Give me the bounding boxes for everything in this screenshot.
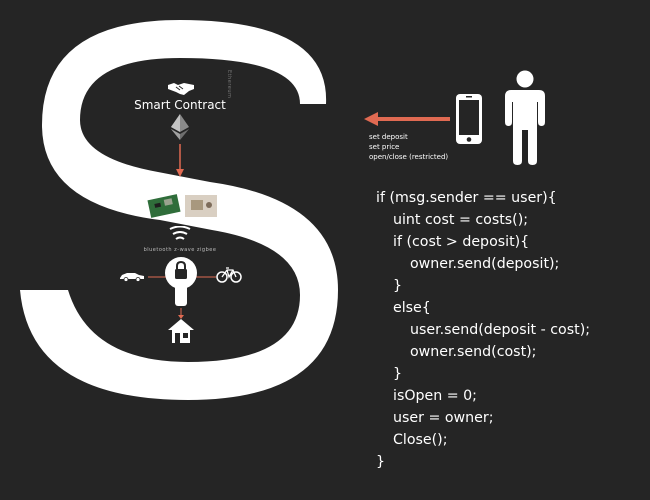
- person-icon: [505, 70, 545, 165]
- code-line: }: [376, 454, 386, 470]
- wifi-signal-icon: [169, 226, 191, 240]
- ethereum-side-label: Ethereum: [226, 70, 232, 99]
- user-actions-list: set deposit set price open/close (restri…: [369, 132, 448, 162]
- code-line: }: [393, 278, 403, 294]
- code-line: if (msg.sender == user){: [376, 190, 557, 206]
- handshake-icon: [168, 83, 194, 95]
- code-line: owner.send(cost);: [410, 344, 537, 360]
- circuit-board-icon: [147, 194, 217, 218]
- code-line: user = owner;: [393, 410, 494, 426]
- bicycle-icon: [216, 267, 242, 283]
- house-icon: [168, 319, 194, 343]
- code-line: Close();: [393, 432, 448, 448]
- code-line: isOpen = 0;: [393, 388, 477, 404]
- code-line: else{: [393, 300, 431, 316]
- protocols-label: bluetooth z-wave zigbee: [143, 247, 217, 253]
- smart-contract-label: Smart Contract: [134, 98, 226, 112]
- car-connector-line: [148, 276, 168, 278]
- code-line: }: [393, 366, 403, 382]
- ethereum-icon: [171, 114, 189, 140]
- action-set-deposit: set deposit: [369, 133, 408, 141]
- code-line: uint cost = costs();: [393, 212, 529, 228]
- code-line: owner.send(deposit);: [410, 256, 560, 272]
- action-open-close: open/close (restricted): [369, 153, 449, 161]
- padlock-icon: [165, 257, 197, 306]
- down-arrow-icon: [176, 144, 184, 177]
- bike-connector-line: [196, 276, 216, 278]
- code-block: if (msg.sender == user){ uint cost = cost…: [376, 187, 590, 473]
- car-icon: [120, 273, 144, 282]
- left-arrow-icon: [364, 112, 450, 126]
- small-down-arrow-icon: [178, 308, 184, 319]
- code-line: if (cost > deposit){: [393, 234, 530, 250]
- code-line: user.send(deposit - cost);: [410, 322, 591, 338]
- action-set-price: set price: [369, 143, 400, 151]
- smartphone-icon: [456, 94, 482, 144]
